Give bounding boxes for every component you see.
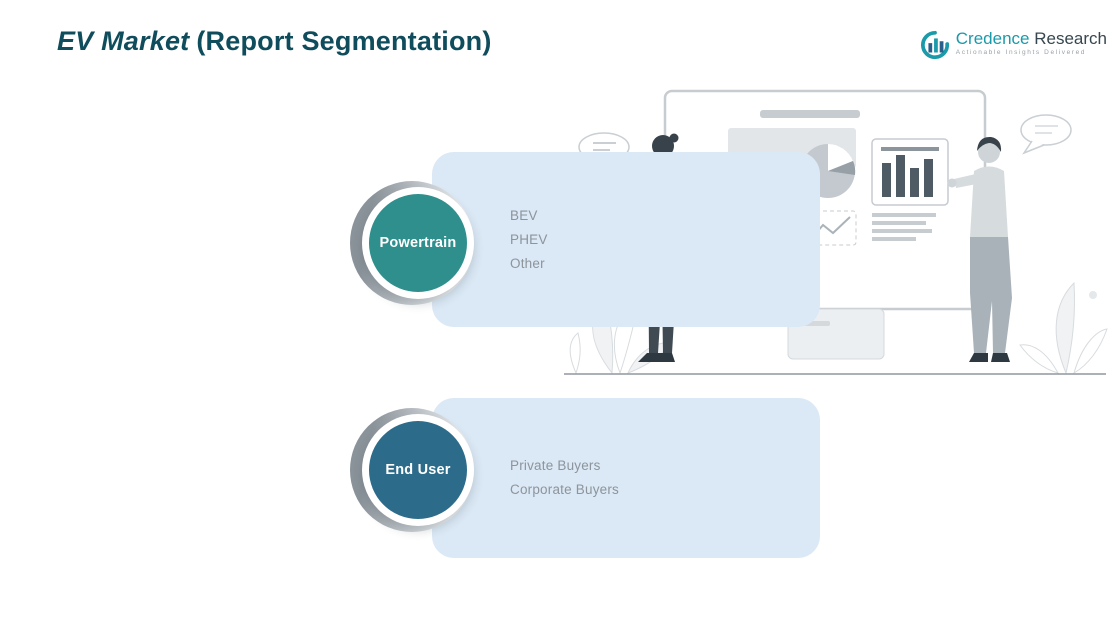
circle-white-ring: Powertrain (362, 187, 474, 299)
segment-circle-enduser: End User (350, 406, 482, 538)
text-lines-icon (872, 213, 936, 241)
logo-name: Credence Research (956, 30, 1107, 48)
segment-card-enduser: Private Buyers Corporate Buyers (432, 398, 820, 558)
segment-label-powertrain: Powertrain (369, 194, 467, 292)
segment-item: BEV (510, 207, 538, 223)
logo-text: Credence Research Actionable Insights De… (956, 30, 1107, 57)
segment-items-enduser: Private Buyers Corporate Buyers (510, 454, 619, 502)
speech-bubble-right-icon (1020, 114, 1072, 155)
circle-white-ring: End User (362, 414, 474, 526)
person-right (947, 136, 1012, 362)
page-title: EV Market(Report Segmentation) (57, 26, 492, 57)
logo-name-credence: Credence (955, 29, 1030, 48)
logo-tagline: Actionable Insights Delivered (955, 48, 1087, 56)
segment-item: Private Buyers (510, 458, 601, 473)
segment-label-enduser: End User (369, 421, 467, 519)
segment-item: Other (510, 255, 545, 271)
segment-items-powertrain: BEV PHEV Other (510, 204, 548, 276)
page-title-market: EV Market (57, 26, 190, 56)
segment-item: Corporate Buyers (510, 482, 619, 497)
credence-research-logo: Credence Research Actionable Insights De… (920, 30, 1107, 60)
plant-right-icon (1019, 281, 1108, 375)
credence-logo-icon (920, 30, 949, 60)
bar-chart-icon (871, 138, 949, 206)
segment-circle-powertrain: Powertrain (350, 179, 482, 311)
segment-item: PHEV (510, 231, 548, 247)
logo-name-research: Research (1034, 29, 1107, 48)
segment-card-powertrain: BEV PHEV Other (432, 152, 820, 327)
page-title-segmentation: (Report Segmentation) (196, 26, 492, 56)
